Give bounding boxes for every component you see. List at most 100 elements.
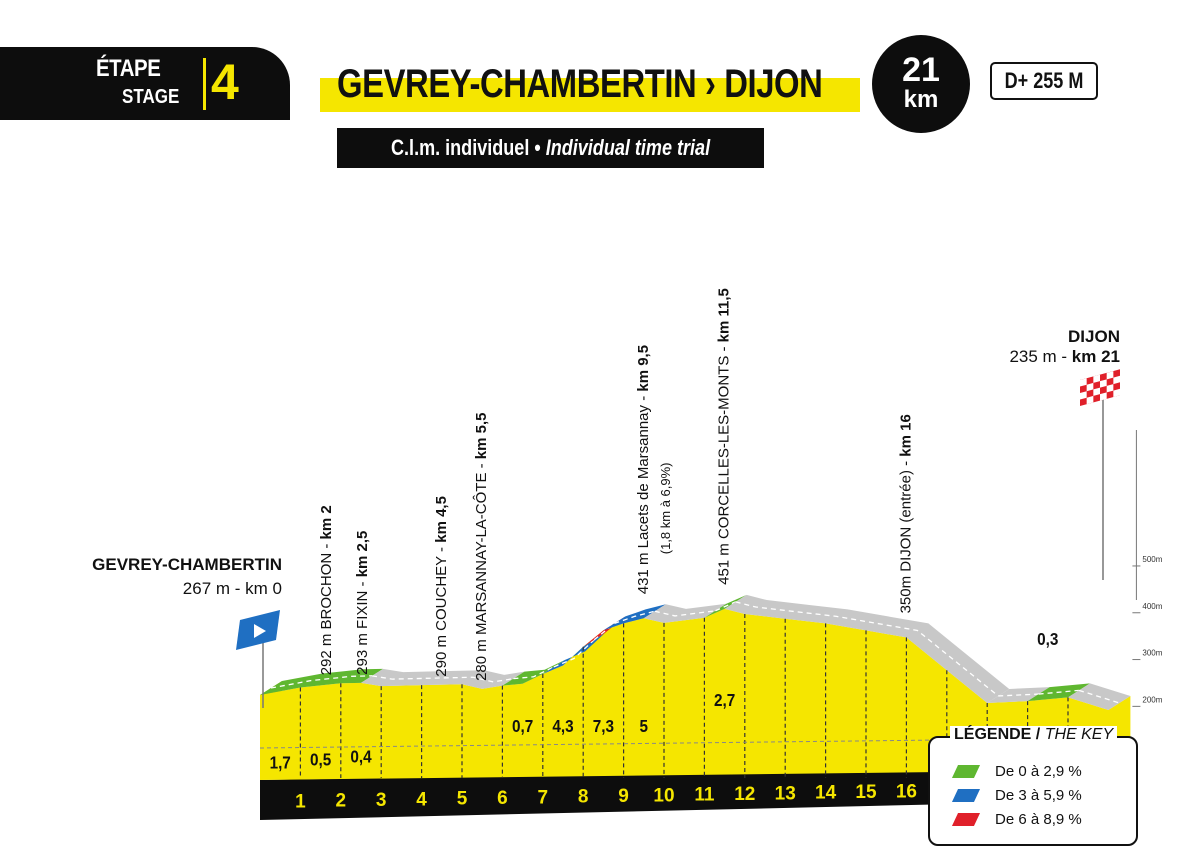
legend-swatch-red bbox=[951, 812, 981, 826]
profile-base-band bbox=[260, 766, 1131, 820]
road-segment-grey bbox=[361, 668, 525, 689]
km-tick-label: 5 bbox=[457, 789, 468, 810]
start-detail: 267 m - km 0 bbox=[183, 579, 282, 598]
km-tick-label: 12 bbox=[734, 784, 755, 805]
road-centre-line bbox=[270, 675, 373, 689]
stage-badge bbox=[0, 47, 290, 120]
y-axis-label: 300m bbox=[1142, 649, 1162, 658]
elevation-gain-badge: D+ 255 M bbox=[990, 62, 1098, 100]
waypoint-note: (1,8 km à 6,9%) bbox=[658, 462, 673, 554]
road-centre-line bbox=[735, 601, 999, 697]
profile-body bbox=[260, 608, 1131, 780]
finish-flag-check bbox=[1113, 388, 1121, 398]
y-axis-label: 500m bbox=[1142, 555, 1162, 564]
legend-swatch-blue bbox=[951, 788, 981, 802]
waypoint-km: km 2,5 bbox=[354, 531, 371, 578]
legend-item-red: De 6 à 8,9 % bbox=[951, 809, 1082, 829]
km-tick-label: 4 bbox=[416, 789, 427, 810]
finish-name: DIJON bbox=[1068, 327, 1120, 346]
legend-label: De 0 à 2,9 % bbox=[995, 762, 1082, 780]
finish-detail: 235 m - km 21 bbox=[1009, 347, 1120, 366]
legend-item-blue: De 3 à 5,9 % bbox=[951, 785, 1082, 805]
stage-type-banner: C.l.m. individuel • Individual time tria… bbox=[337, 128, 764, 168]
waypoint-text: 350m DIJON (entrée) - km 16 bbox=[897, 414, 914, 613]
waypoint-annotation: 350m DIJON (entrée) - km 16 bbox=[897, 414, 914, 613]
waypoint-km: km 9,5 bbox=[635, 345, 652, 392]
distance-unit: km bbox=[903, 86, 939, 113]
waypoint-annotation: 292 m BROCHON - km 2 bbox=[318, 505, 335, 675]
waypoint-annotation: 451 m CORCELLES-LES-MONTS - km 11,5 bbox=[716, 288, 733, 585]
km-tick-label: 1 bbox=[295, 791, 306, 812]
route-title: GEVREY-CHAMBERTIN › DIJON bbox=[337, 62, 823, 106]
waypoint-annotation: 290 m COUCHEY - km 4,5 bbox=[433, 496, 450, 677]
km-tick-label: 9 bbox=[618, 786, 629, 807]
finish-flag-check bbox=[1106, 384, 1114, 393]
road-segment-blue bbox=[542, 632, 606, 674]
waypoint-name: 451 m CORCELLES-LES-MONTS - bbox=[716, 342, 733, 585]
waypoint-name: 292 m BROCHON - bbox=[318, 539, 335, 675]
stage-number: 4 bbox=[211, 54, 239, 110]
legend-title: LÉGENDE / THE KEY bbox=[950, 726, 1118, 744]
road-segment-blue bbox=[603, 604, 666, 631]
finish-flag-check bbox=[1086, 382, 1094, 392]
start-arrow-icon bbox=[254, 624, 266, 638]
waypoint-annotation: 280 m MARSANNAY-LA-CÔTE - km 5,5 bbox=[473, 412, 490, 680]
waypoint-text: 292 m BROCHON - km 2 bbox=[318, 505, 335, 675]
legend-label: De 3 à 5,9 % bbox=[995, 786, 1082, 804]
waypoint-km: km 2 bbox=[318, 505, 335, 539]
gradient-label: 0,4 bbox=[350, 746, 372, 766]
waypoint-name: 293 m FIXIN - bbox=[354, 577, 371, 675]
stage-label-en: STAGE bbox=[122, 86, 180, 108]
finish-flag-check bbox=[1093, 374, 1101, 383]
waypoint-annotation: 431 m Lacets de Marsannay - km 9,5 (1,8 k… bbox=[635, 345, 673, 594]
y-axis-label: 400m bbox=[1142, 602, 1162, 611]
km-tick-label: 3 bbox=[376, 790, 387, 811]
waypoint-km: km 16 bbox=[897, 414, 914, 457]
legend-item-green: De 0 à 2,9 % bbox=[951, 761, 1082, 781]
legend-title-en: THE KEY bbox=[1044, 726, 1114, 743]
y-axis-label: 200m bbox=[1142, 695, 1162, 704]
km-tick-label: 16 bbox=[896, 781, 917, 802]
gradient-label: 4,3 bbox=[552, 716, 573, 736]
road-centre-line bbox=[1078, 689, 1120, 704]
waypoint-km: km 11,5 bbox=[716, 288, 733, 342]
km-tick-label: 10 bbox=[653, 785, 674, 806]
gradient-label: 0,7 bbox=[512, 716, 533, 736]
finish-flag-check bbox=[1080, 391, 1087, 400]
finish-flag-check bbox=[1100, 379, 1107, 388]
stage-label-fr: ÉTAPE bbox=[96, 55, 161, 82]
stage-type-en: Individual time trial bbox=[545, 135, 711, 160]
road-segment-green bbox=[260, 668, 383, 695]
waypoint-km: km 4,5 bbox=[433, 496, 450, 543]
waypoint-text: 290 m COUCHEY - km 4,5 bbox=[433, 496, 450, 677]
legend-label: De 6 à 8,9 % bbox=[995, 810, 1082, 828]
stage-type-fr: C.l.m. individuel • bbox=[390, 135, 546, 160]
finish-flag-check bbox=[1113, 375, 1121, 385]
finish-km: km 21 bbox=[1072, 347, 1120, 366]
km-tick-label: 14 bbox=[815, 783, 837, 804]
road-segment-grey bbox=[724, 594, 1010, 703]
road-centre-line bbox=[998, 693, 1039, 697]
gradient-label: 0,5 bbox=[310, 749, 331, 769]
road-centre-line bbox=[1038, 689, 1080, 695]
road-centre-line bbox=[553, 639, 595, 668]
waypoint-text: 280 m MARSANNAY-LA-CÔTE - km 5,5 bbox=[473, 412, 490, 680]
waypoint-text: 451 m CORCELLES-LES-MONTS - km 11,5 bbox=[716, 288, 733, 585]
road-segment-grey bbox=[643, 603, 727, 623]
legend-swatch-green bbox=[951, 764, 981, 778]
waypoint-name: 290 m COUCHEY - bbox=[433, 543, 450, 677]
finish-flag-check bbox=[1106, 371, 1114, 380]
road-centre-line bbox=[614, 610, 655, 625]
title-highlight bbox=[320, 78, 860, 112]
km-tick-label: 6 bbox=[497, 788, 508, 809]
finish-flag-check bbox=[1086, 395, 1094, 405]
start-name: GEVREY-CHAMBERTIN bbox=[92, 555, 282, 574]
road-centre-line bbox=[715, 601, 736, 612]
waypoint-name: 431 m Lacets de Marsannay - bbox=[635, 392, 652, 595]
waypoint-text: 431 m Lacets de Marsannay - km 9,5 bbox=[635, 345, 652, 594]
road-centre-line bbox=[371, 675, 514, 683]
km-tick-label: 8 bbox=[578, 787, 589, 808]
km-tick-label: 7 bbox=[538, 787, 549, 808]
gradient-label: 0,3 bbox=[1037, 629, 1058, 649]
